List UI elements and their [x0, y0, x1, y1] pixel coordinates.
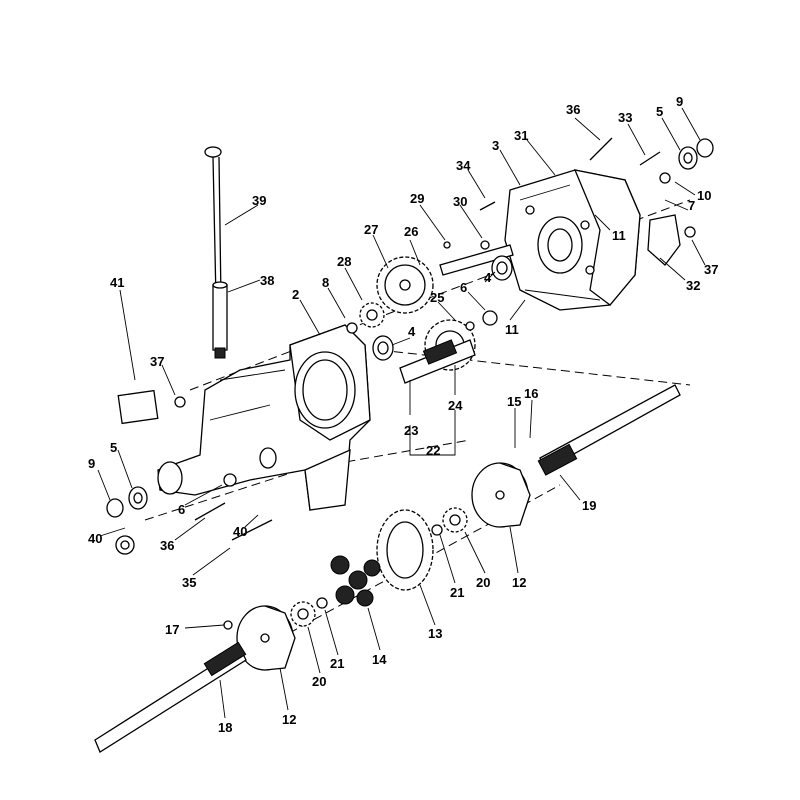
- spacer-6-left: [223, 473, 237, 487]
- bearing-5-left: [128, 486, 148, 510]
- callout-21-upper: 21: [450, 585, 464, 600]
- diff-housing-upper: [471, 462, 531, 528]
- pinion-assembly: [330, 555, 381, 607]
- callout-37-left: 37: [150, 354, 164, 369]
- callout-26: 26: [404, 224, 418, 239]
- callout-9-top: 9: [676, 94, 683, 109]
- callout-34: 34: [456, 158, 471, 173]
- washer-10: [659, 172, 671, 184]
- callout-labels: 36 33 5 9 31 3 34 10 29 30 7 11 39 26 27…: [88, 94, 718, 735]
- callout-19: 19: [582, 498, 596, 513]
- callout-8: 8: [322, 275, 329, 290]
- gear-27: [376, 256, 434, 314]
- callout-12-upper: 12: [512, 575, 526, 590]
- bearing-4-lower: [372, 335, 394, 361]
- callout-28: 28: [337, 254, 351, 269]
- callout-39: 39: [252, 193, 266, 208]
- callout-37-right: 37: [704, 262, 718, 277]
- callout-6-upper: 6: [460, 280, 467, 295]
- diff-housing-lower: [236, 605, 296, 671]
- callout-33: 33: [618, 110, 632, 125]
- gear-28: [359, 302, 385, 328]
- callout-20-upper: 20: [476, 575, 490, 590]
- callout-18: 18: [218, 720, 232, 735]
- spacer-6: [482, 310, 498, 326]
- callout-4-lower: 4: [408, 324, 416, 339]
- ring-gear: [376, 509, 434, 591]
- shaft-23: [399, 339, 476, 384]
- side-cover: [504, 169, 641, 311]
- callout-38: 38: [260, 273, 274, 288]
- callout-41: 41: [110, 275, 124, 290]
- main-housing: [157, 324, 371, 511]
- callout-7: 7: [688, 198, 695, 213]
- decal-card: [117, 389, 159, 425]
- callout-20-lower: 20: [312, 674, 326, 689]
- callout-27: 27: [364, 222, 378, 237]
- callout-40-mid: 40: [233, 524, 247, 539]
- bracket: [647, 214, 681, 266]
- callout-25: 25: [430, 290, 444, 305]
- callout-5-top: 5: [656, 104, 663, 119]
- plug-40: [115, 535, 135, 555]
- axle-shaft-lower: [94, 641, 247, 753]
- callout-10: 10: [697, 188, 711, 203]
- callout-12-lower: 12: [282, 712, 296, 727]
- callout-3: 3: [492, 138, 499, 153]
- callout-24: 24: [448, 398, 463, 413]
- gear-20-upper: [442, 507, 468, 533]
- nut-37-right: [684, 226, 696, 238]
- callout-16: 16: [524, 386, 538, 401]
- washer-8: [346, 322, 358, 334]
- washer-30: [480, 240, 490, 250]
- callout-4-upper: 4: [484, 270, 492, 285]
- bolt-17: [223, 620, 233, 630]
- callout-36-top: 36: [566, 102, 580, 117]
- callout-11-lower: 11: [505, 322, 519, 337]
- breather-tube: [212, 281, 228, 359]
- callout-31: 31: [514, 128, 528, 143]
- pin-29: [443, 241, 451, 249]
- washer-21-lower: [316, 597, 328, 609]
- callout-9-left: 9: [88, 456, 95, 471]
- callout-2: 2: [292, 287, 299, 302]
- callout-13: 13: [428, 626, 442, 641]
- callout-14: 14: [372, 652, 387, 667]
- callout-15: 15: [507, 394, 521, 409]
- callout-22: 22: [426, 443, 440, 458]
- callout-40-left: 40: [88, 531, 102, 546]
- callout-30: 30: [453, 194, 467, 209]
- washer-25: [465, 321, 475, 331]
- gear-20-lower: [290, 601, 316, 627]
- callout-29: 29: [410, 191, 424, 206]
- leader-lines: [97, 107, 706, 719]
- bearing-5-top: [678, 146, 698, 170]
- bearing-4-upper: [491, 255, 513, 281]
- shaft-26: [439, 244, 514, 276]
- bolt-35: [231, 519, 273, 541]
- callout-11-top: 11: [612, 228, 626, 243]
- callout-32: 32: [686, 278, 700, 293]
- seal-9-top: [696, 138, 714, 158]
- callout-17: 17: [165, 622, 179, 637]
- nut-37-left: [174, 396, 186, 408]
- callout-5-left: 5: [110, 440, 117, 455]
- callout-35: 35: [182, 575, 196, 590]
- axle-shaft-upper: [537, 384, 681, 476]
- bolt-36-bottom: [194, 502, 226, 521]
- callout-21-lower: 21: [330, 656, 344, 671]
- bolt-36-top: [589, 137, 613, 161]
- callout-6-left: 6: [178, 502, 185, 517]
- callout-36-bottom: 36: [160, 538, 174, 553]
- bolt-33: [639, 151, 661, 166]
- bolt-34: [479, 201, 496, 211]
- dipstick: [204, 146, 222, 301]
- washer-21-upper: [431, 524, 443, 536]
- seal-9-left: [106, 498, 124, 518]
- callout-23: 23: [404, 423, 418, 438]
